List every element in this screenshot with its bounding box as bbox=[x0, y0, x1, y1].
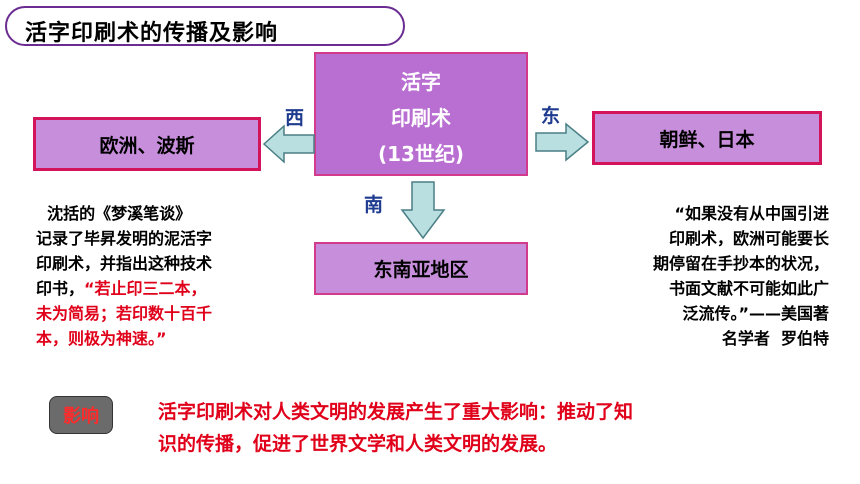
direction-west-label: 西 bbox=[285, 107, 305, 129]
left-quote-line: 印书， bbox=[36, 279, 85, 298]
node-europe-persia-label: 欧洲、波斯 bbox=[99, 134, 195, 157]
node-southeast-asia: 东南亚地区 bbox=[314, 242, 528, 295]
impact-badge: 影响 bbox=[49, 396, 113, 434]
center-node-movable-type: 活字 印刷术 (13世纪) bbox=[314, 52, 528, 176]
impact-text-line1: 活字印刷术对人类文明的发展产生了重大影响：推动了知 bbox=[158, 401, 634, 423]
left-quote-line: 沈括的《梦溪笔谈》 bbox=[36, 204, 192, 223]
left-quote-block: 沈括的《梦溪笔谈》 记录了毕昇发明的泥活字 印刷术，并指出这种技术 印书，“若止… bbox=[36, 201, 212, 351]
left-quote-line: 记录了毕昇发明的泥活字 bbox=[36, 229, 213, 248]
right-quote-block: “如果没有从中国引进 印刷术，欧洲可能要长 期停留在手抄本的状况， 书面文献不可… bbox=[593, 201, 829, 351]
direction-south-label: 南 bbox=[364, 194, 384, 216]
node-southeast-asia-label: 东南亚地区 bbox=[373, 259, 469, 281]
left-quote-red-line: 未为简易；若印数十百千 bbox=[36, 304, 213, 323]
right-quote-line: 泛流传。”——美国著 bbox=[682, 304, 829, 323]
impact-badge-label: 影响 bbox=[63, 406, 99, 427]
arrow-south-icon bbox=[400, 181, 446, 240]
node-korea-japan-label: 朝鲜、日本 bbox=[659, 128, 755, 151]
left-quote-red-line: 本，则极为神速。” bbox=[36, 329, 167, 348]
direction-east-label: 东 bbox=[541, 105, 561, 127]
right-quote-line: 期停留在手抄本的状况， bbox=[652, 254, 829, 273]
title-banner: 活字印刷术的传播及影响 bbox=[5, 6, 405, 46]
arrow-west-icon bbox=[262, 124, 315, 164]
page-title: 活字印刷术的传播及影响 bbox=[25, 21, 279, 46]
center-node-line3: (13世纪) bbox=[377, 142, 465, 166]
right-quote-line: 书面文献不可能如此广 bbox=[668, 279, 829, 298]
center-node-line2: 印刷术 bbox=[391, 106, 451, 130]
left-quote-red-line: “若止印三二本， bbox=[84, 279, 207, 298]
right-quote-line: 名学者 罗伯特 bbox=[721, 329, 829, 348]
node-korea-japan: 朝鲜、日本 bbox=[592, 111, 822, 165]
node-europe-persia: 欧洲、波斯 bbox=[33, 117, 261, 171]
left-quote-line: 印刷术，并指出这种技术 bbox=[36, 254, 213, 273]
right-quote-line: 印刷术，欧洲可能要长 bbox=[668, 229, 829, 248]
arrow-east-icon bbox=[535, 122, 590, 162]
center-node-line1: 活字 bbox=[401, 70, 441, 94]
right-quote-line: “如果没有从中国引进 bbox=[674, 204, 829, 223]
impact-text-line2: 识的传播，促进了世界文学和人类文明的发展。 bbox=[158, 433, 558, 455]
